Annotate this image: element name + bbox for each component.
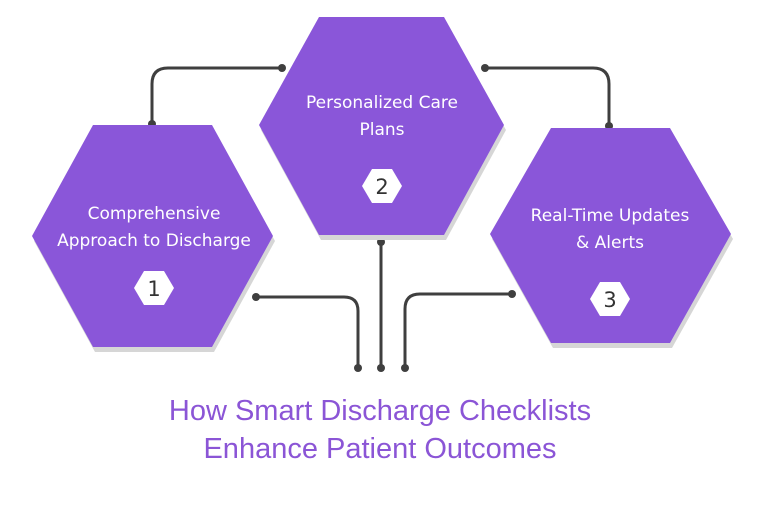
step-2-badge bbox=[362, 169, 402, 203]
step-1-title-line-2: Approach to Discharge bbox=[57, 231, 251, 251]
hexagon-body bbox=[490, 128, 731, 343]
hexagon-body bbox=[259, 17, 504, 235]
connector-hex3-bottom bbox=[403, 292, 512, 368]
connector-hex1-bottom bbox=[256, 295, 360, 368]
connector-dot bbox=[252, 293, 260, 301]
page-title: How Smart Discharge Checklists Enhance P… bbox=[0, 392, 760, 468]
step-2-number: 2 bbox=[375, 175, 388, 199]
step-2-title-line-1: Personalized Care bbox=[306, 93, 458, 113]
step-3-hexagon: Real-Time Updates & Alerts 3 bbox=[490, 128, 733, 348]
step-3-number: 3 bbox=[603, 288, 616, 312]
connector-hex1-top bbox=[150, 66, 283, 124]
step-1-number: 1 bbox=[147, 277, 160, 301]
hexagon-body bbox=[32, 125, 273, 347]
step-1-title-line-1: Comprehensive bbox=[88, 204, 221, 224]
connector-dot bbox=[354, 364, 362, 372]
connector-dot bbox=[401, 364, 409, 372]
step-2-hexagon: Personalized Care Plans 2 bbox=[259, 17, 506, 240]
page-title-line-1: How Smart Discharge Checklists bbox=[168, 395, 592, 427]
connector-dot bbox=[508, 290, 516, 298]
page-title-line-2: Enhance Patient Outcomes bbox=[203, 433, 557, 465]
step-3-title-line-1: Real-Time Updates bbox=[531, 206, 690, 226]
step-3-title-line-2: & Alerts bbox=[576, 233, 644, 253]
connector-dot bbox=[377, 364, 385, 372]
step-3-badge bbox=[590, 282, 630, 316]
step-2-title-line-2: Plans bbox=[359, 120, 404, 140]
connector-dot bbox=[481, 64, 489, 72]
connector-hex3-top bbox=[484, 66, 611, 126]
step-1-hexagon: Comprehensive Approach to Discharge 1 bbox=[32, 125, 275, 352]
step-1-badge bbox=[134, 271, 174, 305]
connector-dot bbox=[278, 64, 286, 72]
